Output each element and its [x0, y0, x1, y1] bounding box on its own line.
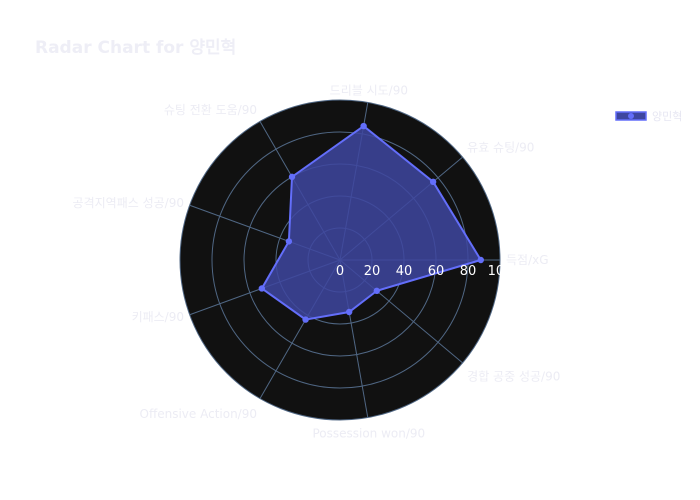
data-point	[345, 308, 353, 316]
angular-axis-label: 키패스/90	[132, 310, 184, 324]
legend-marker[interactable]	[628, 113, 634, 119]
angular-axis-label: 유효 슈팅/90	[467, 140, 534, 154]
data-point	[477, 256, 484, 264]
angular-axis-label: 슈팅 전환 도움/90	[164, 103, 257, 117]
radial-tick-label: 60	[428, 264, 445, 279]
angular-axis-label: 경합 공중 성공/90	[467, 370, 560, 384]
angular-axis-label: Possession won/90	[312, 426, 425, 440]
radial-tick-label: 0	[336, 264, 344, 279]
data-point	[302, 316, 309, 323]
data-point	[285, 238, 293, 245]
radial-tick-label: 20	[364, 264, 381, 279]
data-point	[288, 173, 296, 181]
data-point	[360, 122, 367, 130]
angular-axis-label: 공격지역패스 성공/90	[73, 196, 184, 210]
angular-axis-label: 드리블 시도/90	[330, 84, 408, 98]
angular-axis-label: 득점/xG	[506, 253, 549, 267]
radial-tick-label: 80	[460, 264, 477, 279]
radial-tick-label: 40	[396, 264, 413, 279]
legend[interactable]: 양민혁	[615, 110, 682, 123]
angular-axis-label: Offensive Action/90	[140, 407, 257, 421]
radial-tick-labels: 0 20 40 60 80 100	[336, 264, 513, 279]
radial-tick-label: 100	[488, 264, 513, 279]
data-point	[373, 287, 380, 295]
chart-title: Radar Chart for 양민혁	[35, 38, 237, 58]
data-point	[258, 285, 266, 292]
legend-item-label[interactable]: 양민혁	[652, 110, 682, 123]
angular-axis-labels: 득점/xG 유효 슈팅/90 드리블 시도/90 슈팅 전환 도움/90 공격지역패스 …	[73, 84, 561, 441]
series-area	[260, 124, 483, 321]
series-layer	[258, 122, 484, 323]
data-point	[429, 178, 437, 186]
